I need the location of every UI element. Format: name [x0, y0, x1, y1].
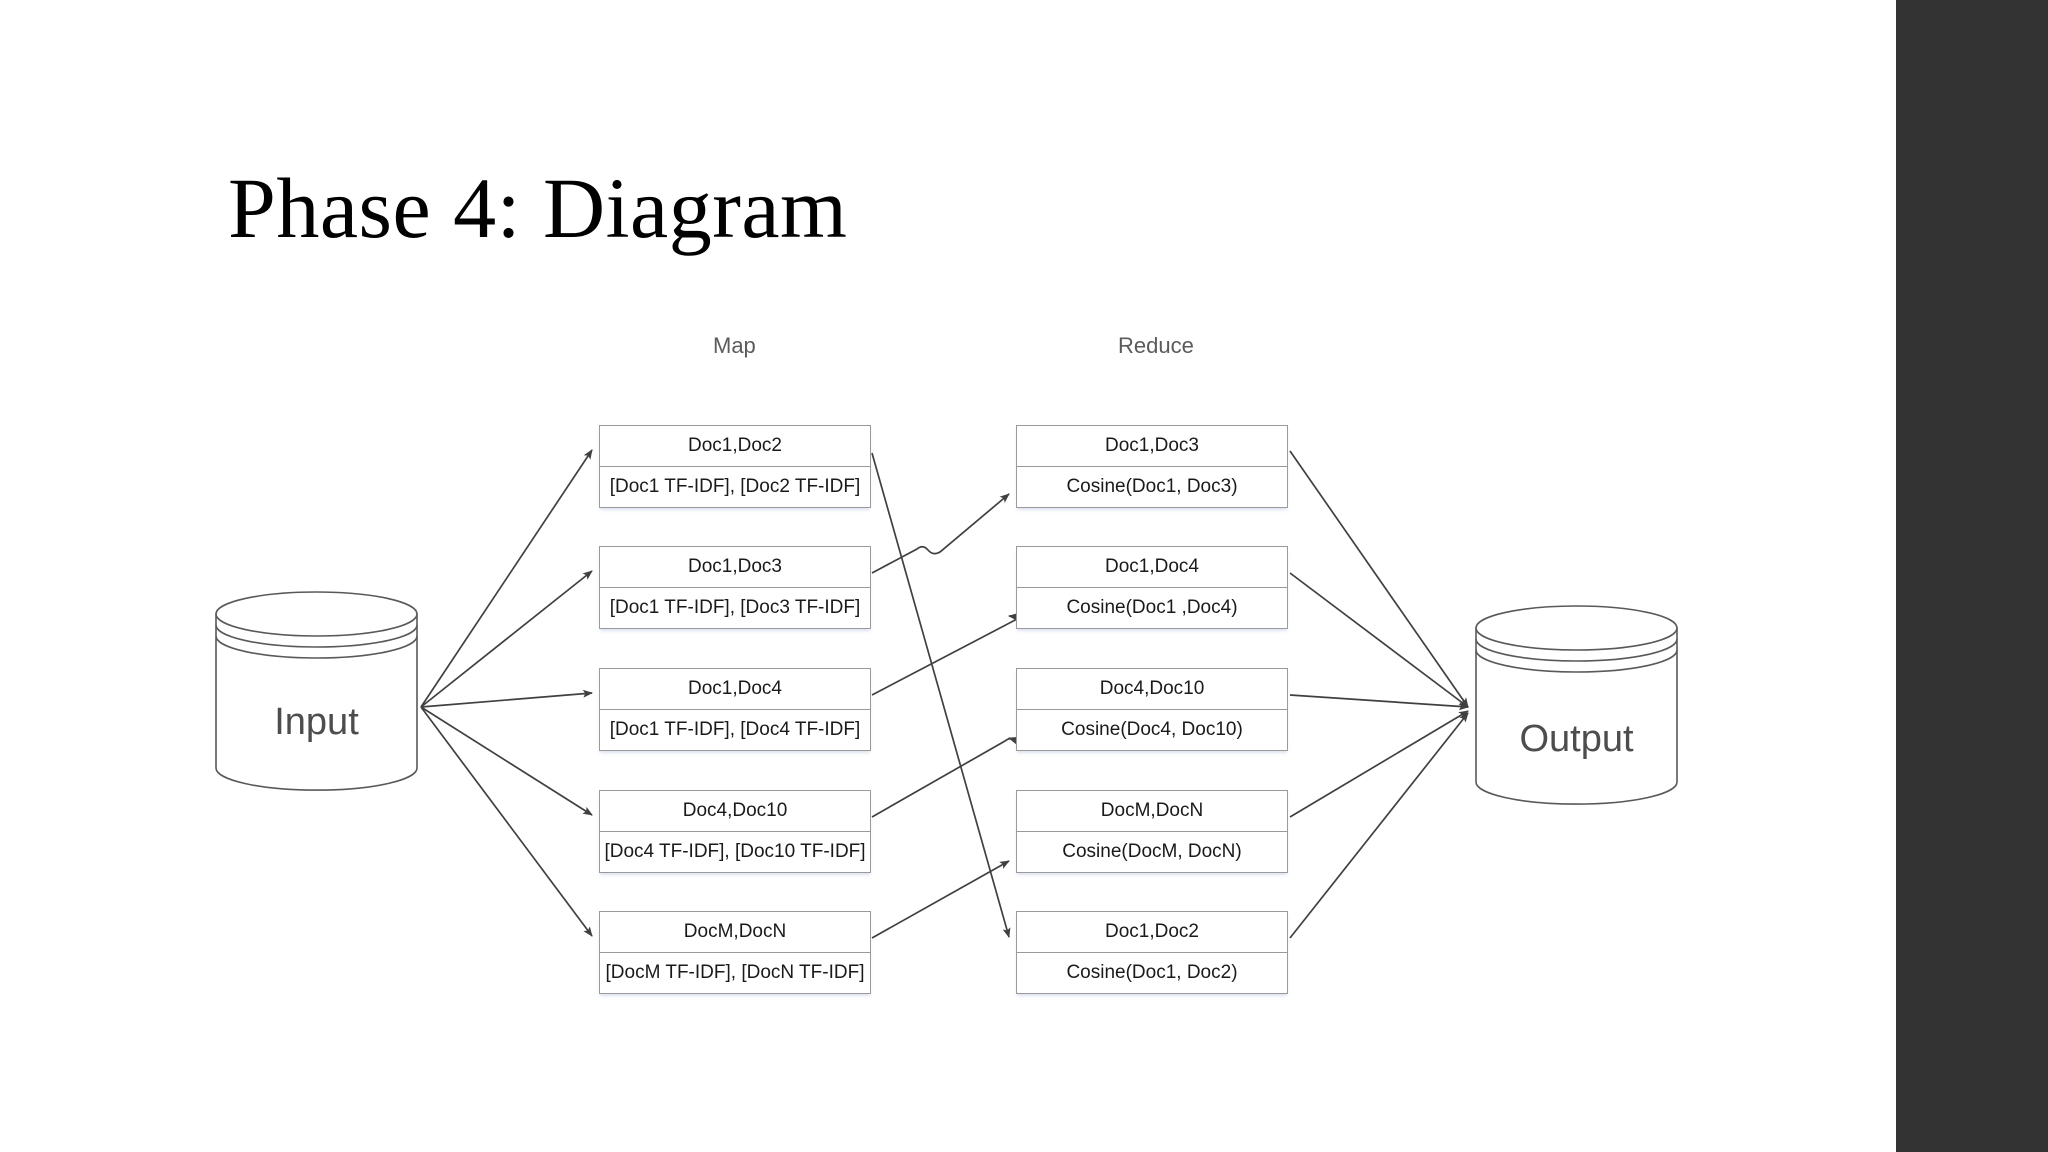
map-node-header: Doc1,Doc4 — [600, 669, 870, 710]
reduce-node[interactable]: Doc1,Doc4 Cosine(Doc1 ,Doc4) — [1016, 546, 1288, 629]
slide-canvas: Phase 4: Diagram Map Reduce — [215, 160, 1678, 994]
map-node[interactable]: Doc4,Doc10 [Doc4 TF-IDF], [Doc10 TF-IDF] — [599, 790, 871, 873]
map-node[interactable]: Doc1,Doc4 [Doc1 TF-IDF], [Doc4 TF-IDF] — [599, 668, 871, 751]
output-database-cylinder: Output — [1475, 605, 1678, 805]
right-dark-band — [1896, 0, 2048, 1152]
map-node[interactable]: Doc1,Doc3 [Doc1 TF-IDF], [Doc3 TF-IDF] — [599, 546, 871, 629]
page-title: Phase 4: Diagram — [228, 160, 848, 256]
column-header-reduce: Reduce — [1118, 333, 1194, 358]
map-node-body: [Doc1 TF-IDF], [Doc2 TF-IDF] — [609, 476, 861, 497]
input-database-cylinder: Input — [215, 591, 418, 791]
input-label: Input — [274, 701, 359, 743]
map-node-header: Doc1,Doc2 — [600, 426, 870, 467]
reduce-node[interactable]: Doc4,Doc10 Cosine(Doc4, Doc10) — [1016, 668, 1288, 751]
reduce-node[interactable]: Doc1,Doc3 Cosine(Doc1, Doc3) — [1016, 425, 1288, 508]
map-node-body: [Doc4 TF-IDF], [Doc10 TF-IDF] — [604, 841, 866, 862]
map-node-header: DocM,DocN — [600, 912, 870, 953]
reduce-node-body: Cosine(Doc1, Doc2) — [1066, 962, 1238, 983]
column-header-map: Map — [713, 333, 756, 358]
output-label: Output — [1519, 718, 1634, 760]
reduce-node-header: Doc1,Doc4 — [1017, 547, 1287, 588]
map-node-header: Doc4,Doc10 — [600, 791, 870, 832]
map-node-body: [Doc1 TF-IDF], [Doc4 TF-IDF] — [609, 719, 861, 740]
reduce-node-header: Doc1,Doc2 — [1017, 912, 1287, 953]
map-node[interactable]: Doc1,Doc2 [Doc1 TF-IDF], [Doc2 TF-IDF] — [599, 425, 871, 508]
reduce-node-header: Doc4,Doc10 — [1017, 669, 1287, 710]
map-node[interactable]: DocM,DocN [DocM TF-IDF], [DocN TF-IDF] — [599, 911, 871, 994]
map-node-body: [DocM TF-IDF], [DocN TF-IDF] — [605, 962, 865, 983]
map-node-body: [Doc1 TF-IDF], [Doc3 TF-IDF] — [609, 597, 861, 618]
reduce-node-body: Cosine(Doc1 ,Doc4) — [1066, 597, 1238, 618]
reduce-node-header: Doc1,Doc3 — [1017, 426, 1287, 467]
reduce-node[interactable]: DocM,DocN Cosine(DocM, DocN) — [1016, 790, 1288, 873]
reduce-node-header: DocM,DocN — [1017, 791, 1287, 832]
map-node-header: Doc1,Doc3 — [600, 547, 870, 588]
reduce-node[interactable]: Doc1,Doc2 Cosine(Doc1, Doc2) — [1016, 911, 1288, 994]
reduce-node-body: Cosine(Doc4, Doc10) — [1061, 719, 1243, 740]
reduce-node-body: Cosine(Doc1, Doc3) — [1066, 476, 1238, 497]
reduce-node-body: Cosine(DocM, DocN) — [1062, 841, 1242, 862]
